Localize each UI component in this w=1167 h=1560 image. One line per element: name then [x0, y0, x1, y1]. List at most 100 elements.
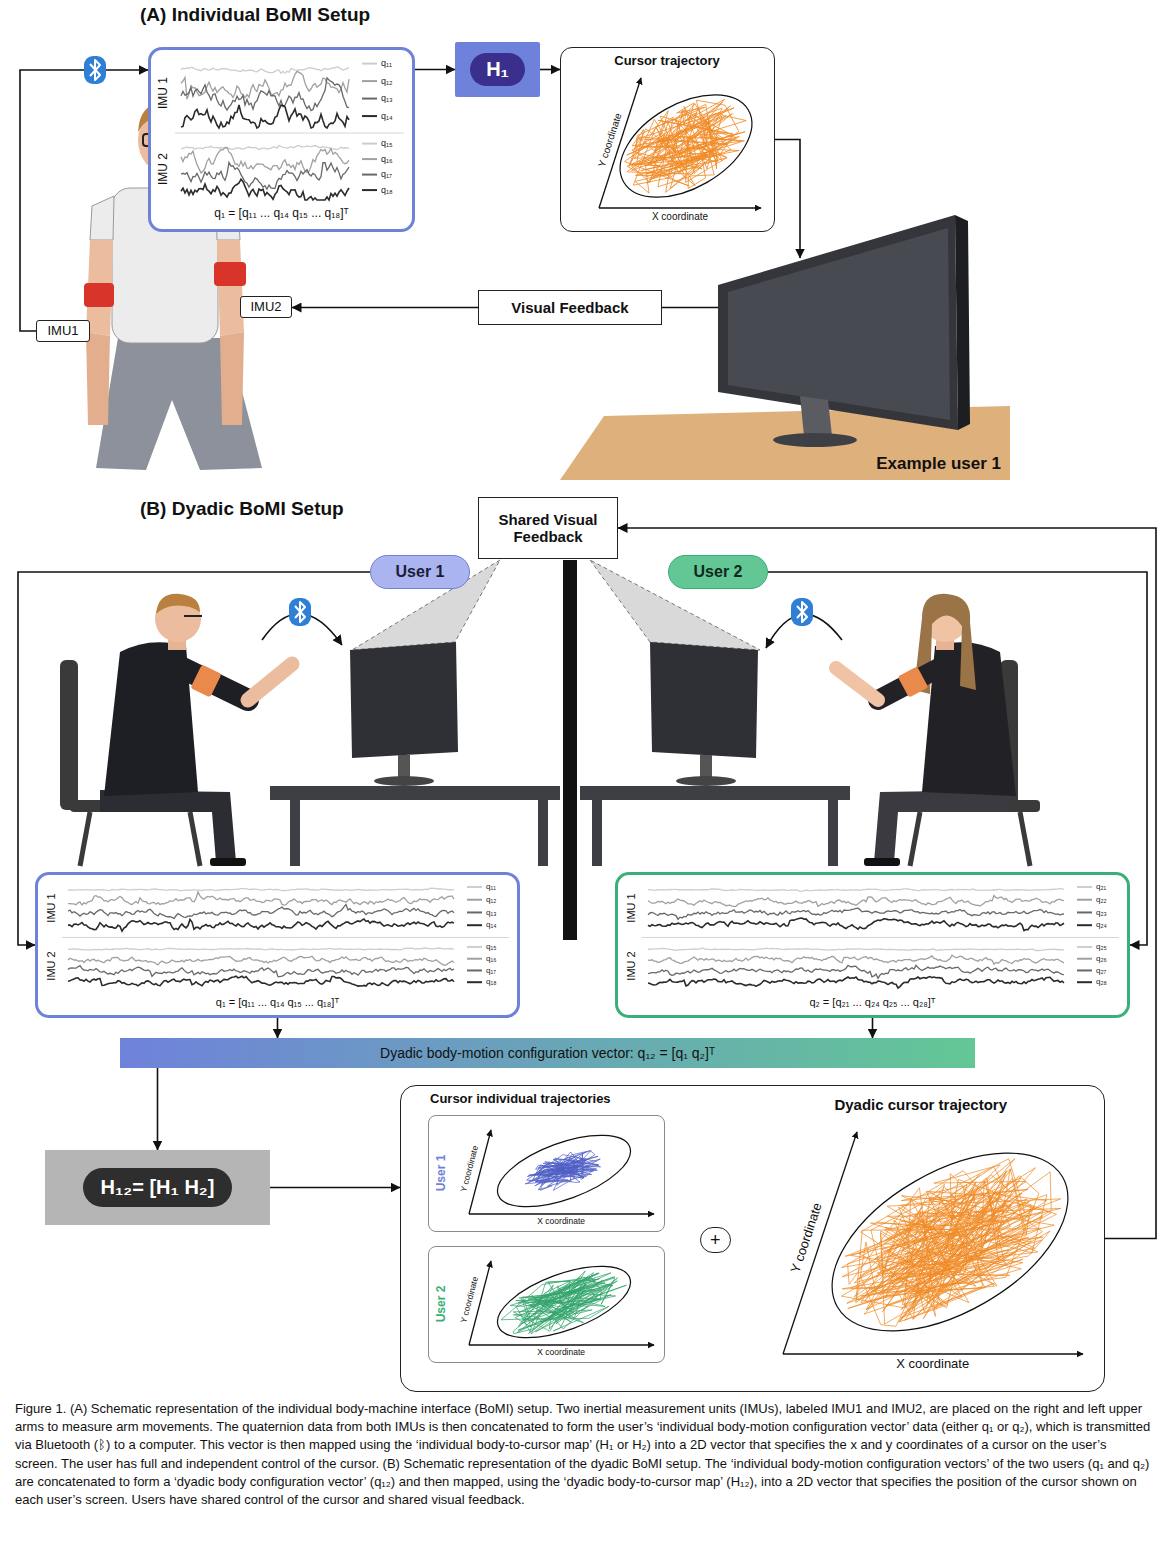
band-label: Dyadic body-motion configuration vector:… [380, 1045, 715, 1061]
signal-trace [181, 105, 349, 128]
plot-separator [642, 937, 1119, 938]
legend-sample [1077, 958, 1092, 960]
signal-panel: IMU 1IMU 2q₁ = [q₁₁ ... q₁₄ q₁₅ ... q₁₈]… [35, 872, 520, 1018]
monitor [676, 776, 736, 786]
user-figure [836, 594, 1040, 866]
legend-sample [1077, 899, 1092, 901]
feedback-box: Visual Feedback [478, 290, 662, 325]
user-figure [898, 666, 929, 698]
trajectory-plot [561, 48, 773, 230]
legend-sample [1077, 946, 1092, 948]
user-figure [86, 332, 110, 425]
legend-sample [362, 63, 377, 65]
legend-sample [362, 80, 377, 82]
workspace-ellipse [488, 1120, 639, 1221]
imu-tag: IMU2 [240, 296, 292, 318]
map-box: H₁₂= [H₁ H₂] [45, 1150, 270, 1225]
legend-label: q₁₃ [486, 908, 496, 917]
bluetooth-icon [295, 602, 305, 622]
trajectory-plot [745, 1092, 1097, 1385]
legend-sample [467, 981, 482, 983]
imu-label: IMU 2 [157, 153, 171, 185]
connector-arrow [775, 140, 800, 259]
figure-caption: Figure 1. (A) Schematic representation o… [15, 1400, 1152, 1509]
legend-label: q₁₆ [486, 954, 496, 963]
legend-sample [362, 189, 377, 191]
plot-title: Cursor trajectory [614, 54, 719, 69]
workspace-ellipse [603, 74, 770, 219]
user-figure [100, 790, 236, 862]
signal-trace [648, 977, 1064, 988]
user-figure [910, 812, 920, 866]
user-label: User 1 [435, 1154, 449, 1191]
axis-label: X coordinate [652, 211, 708, 223]
map-label: H₁ [470, 53, 525, 86]
connector-arrow [157, 1068, 159, 1150]
bluetooth-icon [791, 598, 813, 626]
sum-circle: + [700, 1227, 731, 1253]
imu-label: IMU 1 [45, 893, 58, 922]
trajectory-panel: Cursor individual trajectoriesUser 1Y co… [400, 1085, 1105, 1392]
desk [828, 800, 838, 866]
signal-trace [648, 955, 1064, 964]
legend-sample [362, 158, 377, 160]
axis-label: X coordinate [537, 1348, 585, 1358]
legend-sample [467, 899, 482, 901]
user-label: User 1 [396, 563, 445, 581]
legend-label: q₂₇ [1096, 966, 1106, 975]
signal-trace [181, 71, 349, 99]
bluetooth-icon [90, 60, 100, 80]
bluetooth-icon [791, 598, 813, 626]
imu-label: IMU 2 [45, 951, 58, 980]
user-figure [864, 858, 900, 866]
plot-separator [62, 937, 509, 938]
signal-traces [151, 50, 412, 229]
plot-title: Dyadic cursor trajectory [834, 1096, 1007, 1113]
legend-label: q₁₅ [381, 138, 393, 148]
user-figure [170, 662, 248, 700]
signal-trace [648, 918, 1064, 930]
cursor-plot: Cursor trajectoryY coordinateX coordinat… [560, 47, 775, 232]
legend-label: q₁₇ [486, 966, 496, 975]
user-figure [836, 668, 878, 700]
legend-label: q₁₅ [486, 942, 496, 951]
x-axis [469, 1213, 654, 1214]
x-axis [783, 1353, 1083, 1354]
y-axis [783, 1132, 857, 1354]
legend-sample [362, 115, 377, 117]
divider-wall [563, 560, 577, 940]
monitor-area: Example user 1 [718, 258, 1005, 480]
connector-arrow [540, 69, 560, 71]
user-figure [190, 664, 221, 697]
monitor [374, 776, 434, 786]
bluetooth-icon [289, 598, 311, 626]
desk [580, 786, 850, 800]
imu-armband [84, 262, 246, 307]
signal-trace [648, 908, 1064, 919]
monitor [800, 396, 832, 436]
legend-label: q₁₄ [381, 111, 393, 121]
box-label: Shared Visual Feedback [488, 511, 608, 546]
legend-sample [1077, 924, 1092, 926]
monitor [700, 755, 712, 777]
legend-label: q₂₁ [1096, 882, 1106, 891]
legend-label: q₂₂ [1096, 895, 1107, 904]
user-figure [248, 664, 292, 700]
signal-trace [648, 895, 1064, 906]
user-figure [184, 615, 202, 617]
workspace-ellipse [488, 1251, 639, 1352]
connector-arrow [662, 307, 718, 309]
user-figure [60, 594, 292, 866]
signal-trace [68, 892, 454, 905]
vector-formula: q₂ = [q₂₁ ... q₂₄ q₂₅ ... q₂₈]ᵀ [809, 996, 935, 1009]
legend-label: q₁₃ [381, 93, 393, 103]
bluetooth-icon [84, 56, 106, 84]
legend-label: q₁₂ [486, 895, 496, 904]
user-figure [190, 812, 200, 866]
imu-label: IMU 1 [157, 77, 171, 109]
connector-arrow [270, 1187, 400, 1189]
legend-label: q₁₁ [486, 882, 496, 891]
signal-trace [68, 888, 454, 891]
signal-traces [38, 875, 517, 1015]
signal-panel: IMU 1IMU 2q₁ = [q₁₁ ... q₁₄ q₁₅ ... q₁₈]… [148, 47, 415, 232]
